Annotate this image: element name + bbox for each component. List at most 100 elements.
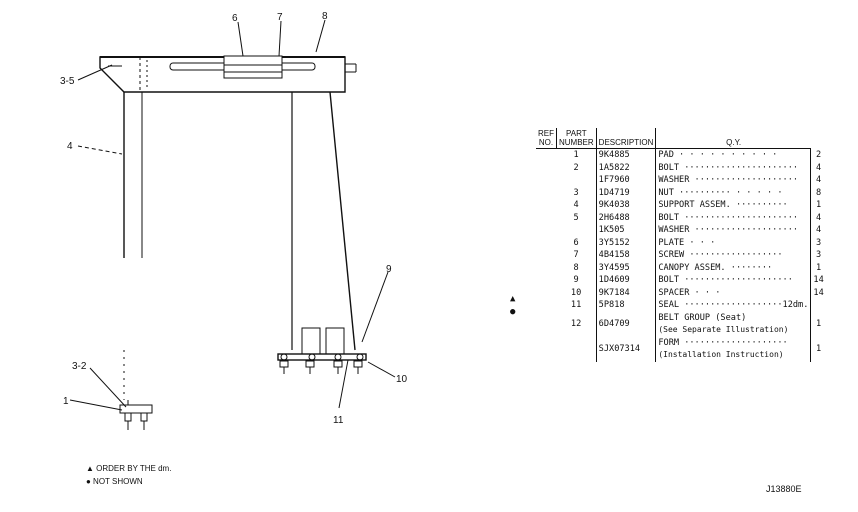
mark-cell <box>536 199 557 212</box>
figure-code: J13880E <box>766 484 802 494</box>
part-number-cell: 6D4709 <box>596 311 657 337</box>
description-cell: BOLT ······················ <box>655 161 812 174</box>
support-left-post <box>123 91 143 400</box>
part-number-cell: 3Y5152 <box>596 236 657 249</box>
description-text: FORM ···················· <box>658 337 788 348</box>
qty-cell: 3 <box>815 237 822 248</box>
part-number-cell: 1F7960 <box>596 174 657 187</box>
qty-cell: 1 <box>815 262 822 273</box>
qty-cell <box>811 299 826 312</box>
qty-cell: 4 <box>815 162 822 173</box>
part-number-cell: 2H6488 <box>596 211 657 224</box>
mark-cell <box>536 287 557 300</box>
qty-cell: 14 <box>813 275 824 285</box>
qty-cell: 4 <box>815 212 822 223</box>
dot-mark-icon: ● <box>510 306 516 317</box>
description-cell: NUT ·········· · · · · · <box>655 186 812 199</box>
mark-cell <box>536 337 557 362</box>
ref-no-cell: 10 <box>556 286 597 299</box>
description-text: SCREW ·················· <box>658 250 783 260</box>
mark-cell <box>536 212 557 225</box>
description-cell: SCREW ·················· <box>655 249 812 262</box>
qty-cell: 2 <box>815 149 822 160</box>
description-subtext: (Installation Instruction) <box>658 350 784 359</box>
mark-cell <box>536 249 557 262</box>
part-number-cell: 4B4158 <box>596 249 657 262</box>
description-subtext: (See Separate Illustration) <box>658 325 789 334</box>
note-not-shown: ● NOT SHOWN <box>86 477 143 486</box>
ref-no-cell: 2 <box>556 161 597 174</box>
ref-no-cell: 11 <box>556 299 597 312</box>
mark-cell <box>536 237 557 250</box>
ref-no-cell: 7 <box>556 249 597 262</box>
qty-cell: 4 <box>815 225 822 235</box>
ref-no-cell <box>556 224 597 237</box>
mark-cell <box>536 224 557 237</box>
qty-cell: 4 <box>815 175 822 185</box>
triangle-mark-icon: ▲ <box>510 294 516 304</box>
callout-6: 6 <box>232 13 238 24</box>
description-text: BELT GROUP (Seat) <box>658 312 747 323</box>
mark-cell <box>536 262 557 275</box>
ref-no-cell <box>556 174 597 187</box>
ref-no-cell: 3 <box>556 186 597 199</box>
description-text: PAD · · · · · · · · · · <box>658 150 778 160</box>
description-cell: BOLT ····················· <box>655 274 812 287</box>
part-number-cell: 1D4609 <box>596 274 657 287</box>
part-number-cell: SJX07314 <box>596 336 657 362</box>
callout-1: 1 <box>63 396 69 407</box>
part-number-cell: 9K7184 <box>596 286 657 299</box>
ref-no-cell: 12 <box>556 311 597 337</box>
mark-cell <box>536 174 557 187</box>
part-number-cell: 1A5822 <box>596 161 657 174</box>
mark-cell <box>536 149 557 162</box>
description-text: CANOPY ASSEM. ········ <box>658 262 773 273</box>
description-cell: PAD · · · · · · · · · · <box>655 148 812 162</box>
description-text: SPACER · · · <box>658 287 721 298</box>
description-header: DESCRIPTION <box>596 128 657 149</box>
description-cell: CANOPY ASSEM. ········ <box>655 261 812 274</box>
callout-3-2: 3-2 <box>72 361 87 372</box>
description-cell: SPACER · · · <box>655 286 812 299</box>
description-text: WASHER ···················· <box>658 175 799 185</box>
qty-cell: 14 <box>813 287 824 298</box>
mark-cell <box>536 274 557 287</box>
description-cell: BOLT ······················ <box>655 211 812 224</box>
description-cell: BELT GROUP (Seat) (See Separate Illustrat… <box>655 311 812 337</box>
ref-no-cell: 1 <box>556 148 597 162</box>
callout-10: 10 <box>396 374 408 385</box>
support-right-post <box>291 91 356 351</box>
description-cell: SEAL ···················12dm. <box>655 299 812 312</box>
part-number-cell: 1K505 <box>596 224 657 237</box>
qty-cell: 1 <box>815 200 822 210</box>
part-number-cell: 3Y4595 <box>596 261 657 274</box>
description-cell: PLATE · · · <box>655 236 812 249</box>
canopy-top-part <box>99 55 357 93</box>
ref-no-cell: 9 <box>556 274 597 287</box>
part-number-cell: 9K4885 <box>596 148 657 162</box>
description-cell: WASHER ···················· <box>655 224 812 237</box>
ref-no-cell: 8 <box>556 261 597 274</box>
callout-8: 8 <box>322 11 328 22</box>
qty-cell: 1 <box>815 318 822 329</box>
callout-11: 11 <box>333 415 344 426</box>
description-cell: SUPPORT ASSEM. ·········· <box>655 199 812 212</box>
description-text: BOLT ······················ <box>658 162 799 173</box>
footnotes: ▲ ORDER BY THE dm. ● NOT SHOWN <box>86 462 171 488</box>
